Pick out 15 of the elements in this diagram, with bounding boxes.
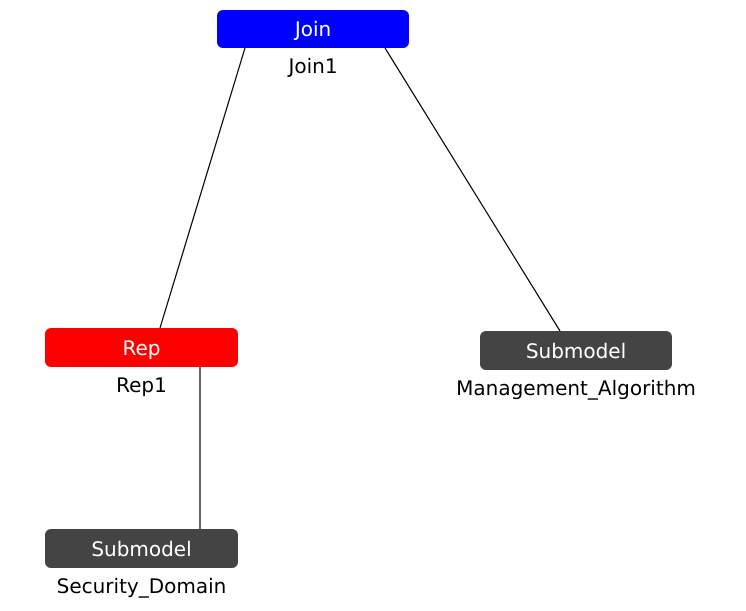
node-title: Submodel bbox=[526, 338, 626, 362]
node-box bbox=[45, 328, 238, 367]
node-title: Submodel bbox=[91, 536, 192, 560]
node-box bbox=[45, 529, 238, 568]
node-caption: Rep1 bbox=[116, 373, 167, 397]
connector-line bbox=[199, 367, 201, 529]
node-box bbox=[480, 331, 672, 370]
connector-line bbox=[159, 48, 246, 328]
node-title: Rep bbox=[122, 336, 160, 360]
connector-line bbox=[384, 48, 561, 332]
node-caption: Join1 bbox=[288, 54, 338, 78]
node-box bbox=[217, 10, 409, 48]
node-caption: Security_Domain bbox=[56, 574, 226, 598]
node-title: Join bbox=[294, 17, 332, 41]
node-caption: Management_Algorithm bbox=[456, 376, 696, 400]
